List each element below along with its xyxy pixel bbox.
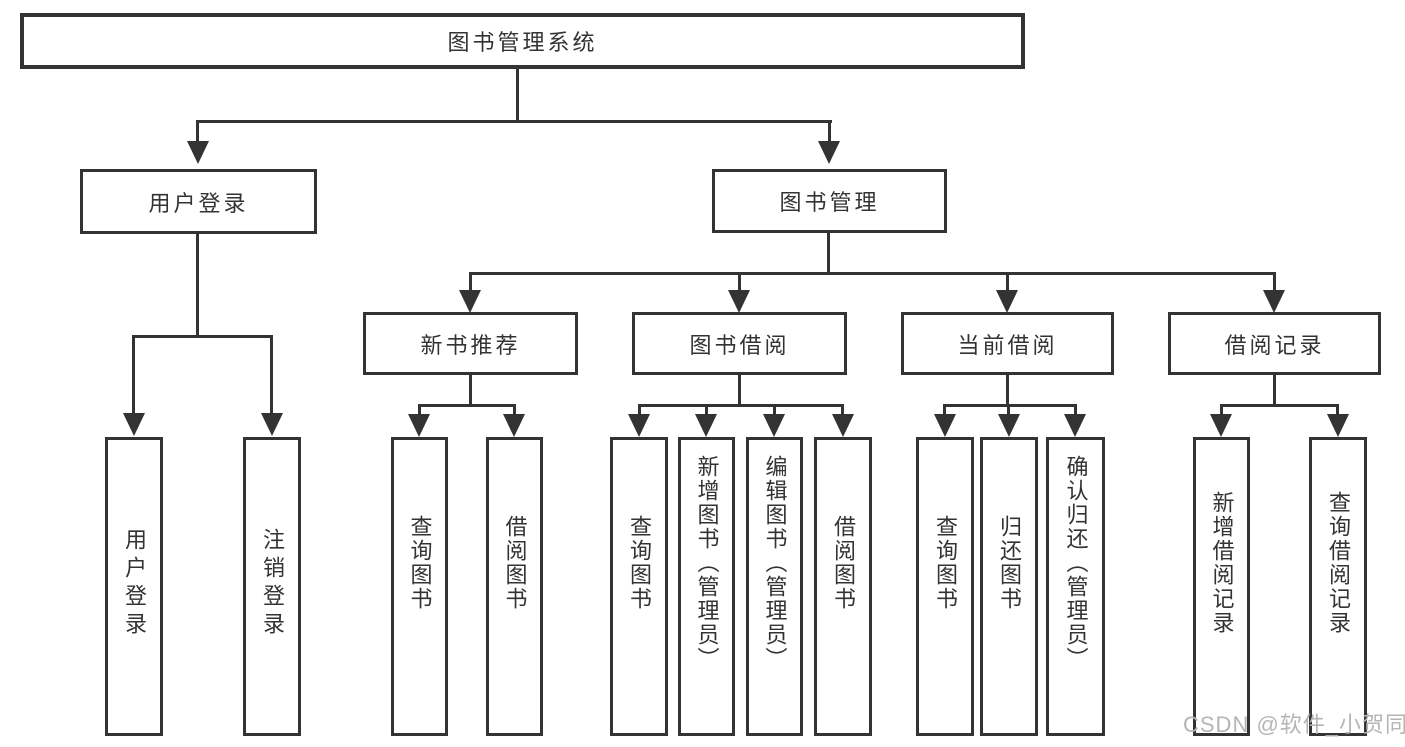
leaf-return-books: 归还图书 xyxy=(980,437,1038,736)
node-current-borrow: 当前借阅 xyxy=(901,312,1114,375)
connector-vline xyxy=(773,404,776,415)
leaf-label: 查询图书 xyxy=(933,515,958,612)
arrowhead-down-icon xyxy=(123,413,145,436)
node-label: 用户登录 xyxy=(148,190,249,216)
connector-vline xyxy=(469,272,472,291)
arrowhead-down-icon xyxy=(998,414,1020,437)
leaf-add-borrow-record: 新增借阅记录 xyxy=(1193,437,1250,736)
connector-hline xyxy=(132,335,273,338)
leaf-query-books-recommend: 查询图书 xyxy=(391,437,448,736)
connector-hline xyxy=(943,404,1077,407)
connector-vline xyxy=(196,120,199,142)
connector-hline xyxy=(469,272,1276,275)
arrowhead-down-icon xyxy=(503,414,525,437)
connector-vline xyxy=(469,375,472,407)
connector-vline xyxy=(1220,404,1223,415)
leaf-label: 确认归还（管理员） xyxy=(1063,455,1089,672)
leaf-label: 查询图书 xyxy=(407,515,433,612)
leaf-label: 编辑图书（管理员） xyxy=(762,455,788,672)
leaf-label: 查询借阅记录 xyxy=(1326,491,1351,636)
connector-vline xyxy=(828,120,831,142)
leaf-label: 借阅图书 xyxy=(831,515,856,612)
node-new-book-recommend: 新书推荐 xyxy=(363,312,578,375)
connector-hline xyxy=(196,120,832,123)
node-book-borrow: 图书借阅 xyxy=(632,312,847,375)
arrowhead-down-icon xyxy=(1210,414,1232,437)
connector-vline xyxy=(738,375,741,407)
arrowhead-down-icon xyxy=(1327,414,1349,437)
arrowhead-down-icon xyxy=(763,414,785,437)
node-user-login: 用户登录 xyxy=(80,169,317,234)
connector-vline xyxy=(513,404,516,415)
leaf-label: 新增借阅记录 xyxy=(1209,491,1235,636)
connector-vline xyxy=(1006,272,1009,291)
connector-vline xyxy=(1336,404,1339,415)
leaf-user-login: 用户登录 xyxy=(105,437,163,736)
connector-vline xyxy=(1007,404,1010,415)
arrowhead-down-icon xyxy=(187,141,209,164)
arrowhead-down-icon xyxy=(459,290,481,313)
connector-vline xyxy=(132,335,135,414)
connector-hline xyxy=(638,404,844,407)
arrowhead-down-icon xyxy=(832,414,854,437)
leaf-label: 用户登录 xyxy=(122,527,147,640)
leaf-edit-book-admin: 编辑图书（管理员） xyxy=(746,437,803,736)
connector-vline xyxy=(943,404,946,415)
leaf-label: 借阅图书 xyxy=(502,515,528,612)
connector-vline xyxy=(1074,404,1077,415)
arrowhead-down-icon xyxy=(1263,290,1285,313)
arrowhead-down-icon xyxy=(996,290,1018,313)
arrowhead-down-icon xyxy=(934,414,956,437)
arrowhead-down-icon xyxy=(408,414,430,437)
leaf-label: 归还图书 xyxy=(997,515,1022,612)
connector-vline xyxy=(738,272,741,291)
arrowhead-down-icon xyxy=(818,141,840,164)
connector-vline xyxy=(516,68,519,121)
arrowhead-down-icon xyxy=(695,414,717,437)
leaf-add-book-admin: 新增图书（管理员） xyxy=(678,437,735,736)
node-book-management: 图书管理 xyxy=(712,169,947,233)
connector-vline xyxy=(705,404,708,415)
leaf-label: 注销登录 xyxy=(260,527,285,640)
leaf-label: 新增图书（管理员） xyxy=(694,455,720,672)
node-label: 图书管理系统 xyxy=(447,30,598,55)
leaf-query-books-borrow: 查询图书 xyxy=(610,437,668,736)
node-label: 图书借阅 xyxy=(689,332,790,358)
arrowhead-down-icon xyxy=(261,413,283,436)
connector-vline xyxy=(827,233,830,275)
connector-hline xyxy=(418,404,516,407)
connector-vline xyxy=(1273,272,1276,291)
leaf-query-books-current: 查询图书 xyxy=(916,437,974,736)
node-root: 图书管理系统 xyxy=(20,13,1025,69)
connector-vline xyxy=(196,233,199,338)
node-borrow-records: 借阅记录 xyxy=(1168,312,1381,375)
leaf-logout: 注销登录 xyxy=(243,437,301,736)
arrowhead-down-icon xyxy=(1064,414,1086,437)
connector-vline xyxy=(270,335,273,414)
connector-vline xyxy=(1273,375,1276,407)
node-label: 图书管理 xyxy=(779,190,880,215)
connector-vline xyxy=(841,404,844,415)
connector-hline xyxy=(1220,404,1339,407)
node-label: 借阅记录 xyxy=(1224,332,1325,358)
arrowhead-down-icon xyxy=(728,290,750,313)
leaf-borrow-books-recommend: 借阅图书 xyxy=(486,437,543,736)
leaf-query-borrow-record: 查询借阅记录 xyxy=(1309,437,1367,736)
connector-vline xyxy=(1006,375,1009,407)
leaf-borrow-books-borrow: 借阅图书 xyxy=(814,437,872,736)
leaf-label: 查询图书 xyxy=(627,515,652,612)
leaf-confirm-return-admin: 确认归还（管理员） xyxy=(1046,437,1105,736)
connector-vline xyxy=(418,404,421,415)
node-label: 当前借阅 xyxy=(957,332,1058,358)
connector-vline xyxy=(638,404,641,415)
watermark: CSDN @软件_小贺同学 xyxy=(1183,712,1405,737)
arrowhead-down-icon xyxy=(628,414,650,437)
node-label: 新书推荐 xyxy=(420,332,521,358)
